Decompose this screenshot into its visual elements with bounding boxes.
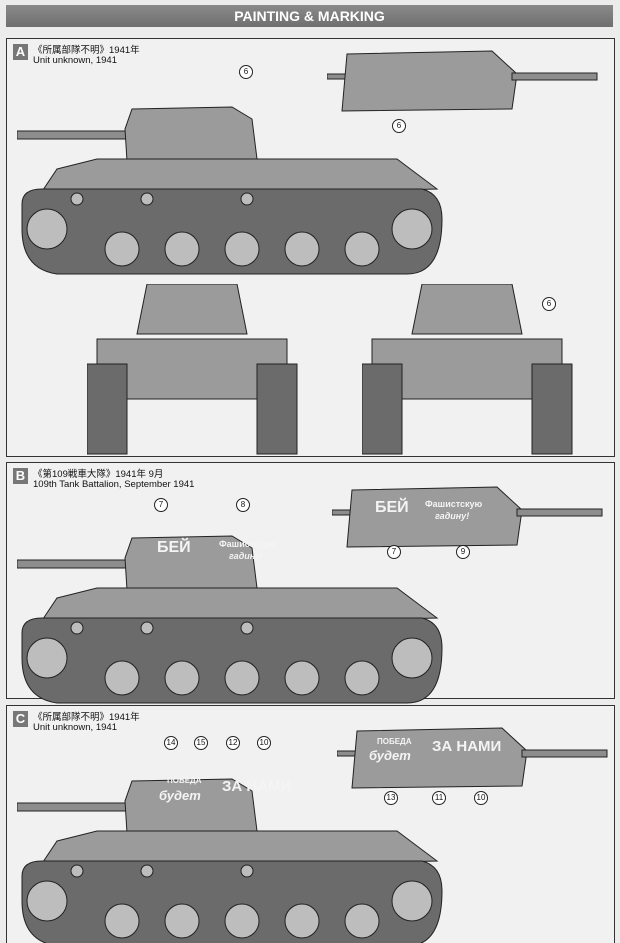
decal-text: гадину! <box>229 551 264 561</box>
decal-text: ЗА НАМИ <box>222 778 292 795</box>
decal-text: гадину! <box>435 511 470 521</box>
callout: 7 <box>387 545 401 559</box>
decal-text: будет <box>369 748 411 763</box>
callout: 7 <box>154 498 168 512</box>
decal-text: будет <box>159 788 201 803</box>
callout: 6 <box>239 65 253 79</box>
panel-a: A 《所属部隊不明》1941年 Unit unknown, 1941 6 6 6 <box>6 38 615 457</box>
callout: 8 <box>236 498 250 512</box>
turret-view <box>327 50 598 112</box>
callout: 6 <box>392 119 406 133</box>
callout: 11 <box>432 791 446 805</box>
decal-text: Фашистскую <box>425 499 483 509</box>
decal-text: Фашистскую <box>219 539 277 549</box>
tank-rear-view <box>362 284 573 455</box>
callout: 13 <box>384 791 398 805</box>
panel-title-en: 109th Tank Battalion, September 1941 <box>33 479 195 490</box>
panel-title-en: Unit unknown, 1941 <box>33 722 117 733</box>
panel-title-jp: 《所属部隊不明》1941年 <box>33 45 140 56</box>
panel-letter: C <box>13 711 28 727</box>
callout: 12 <box>226 736 240 750</box>
decal-text: ПОБЕДА <box>377 737 412 746</box>
callout: 10 <box>474 791 488 805</box>
callout: 15 <box>194 736 208 750</box>
decal-text: ПОБЕДА <box>167 776 202 785</box>
panel-b: B 《第109戦車大隊》1941年 9月 109th Tank Battalio… <box>6 462 615 704</box>
callout: 9 <box>456 545 470 559</box>
tank-front-view <box>87 284 298 455</box>
panel-letter: B <box>13 468 28 484</box>
decal-text: ЗА НАМИ <box>432 738 502 755</box>
turret-view <box>332 486 603 548</box>
callout: 14 <box>164 736 178 750</box>
callout: 10 <box>257 736 271 750</box>
page-title: PAINTING & MARKING <box>6 5 613 27</box>
decal-text: БЕЙ <box>157 539 191 556</box>
decal-text: БЕЙ <box>375 499 409 516</box>
panel-title-jp: 《第109戦車大隊》1941年 9月 <box>33 469 164 480</box>
callout: 6 <box>542 297 556 311</box>
panel-c: C 《所属部隊不明》1941年 Unit unknown, 1941 ПОБЕД… <box>6 705 615 943</box>
panel-title-en: Unit unknown, 1941 <box>33 55 117 66</box>
panel-letter: A <box>13 44 28 60</box>
panel-title-jp: 《所属部隊不明》1941年 <box>33 712 140 723</box>
